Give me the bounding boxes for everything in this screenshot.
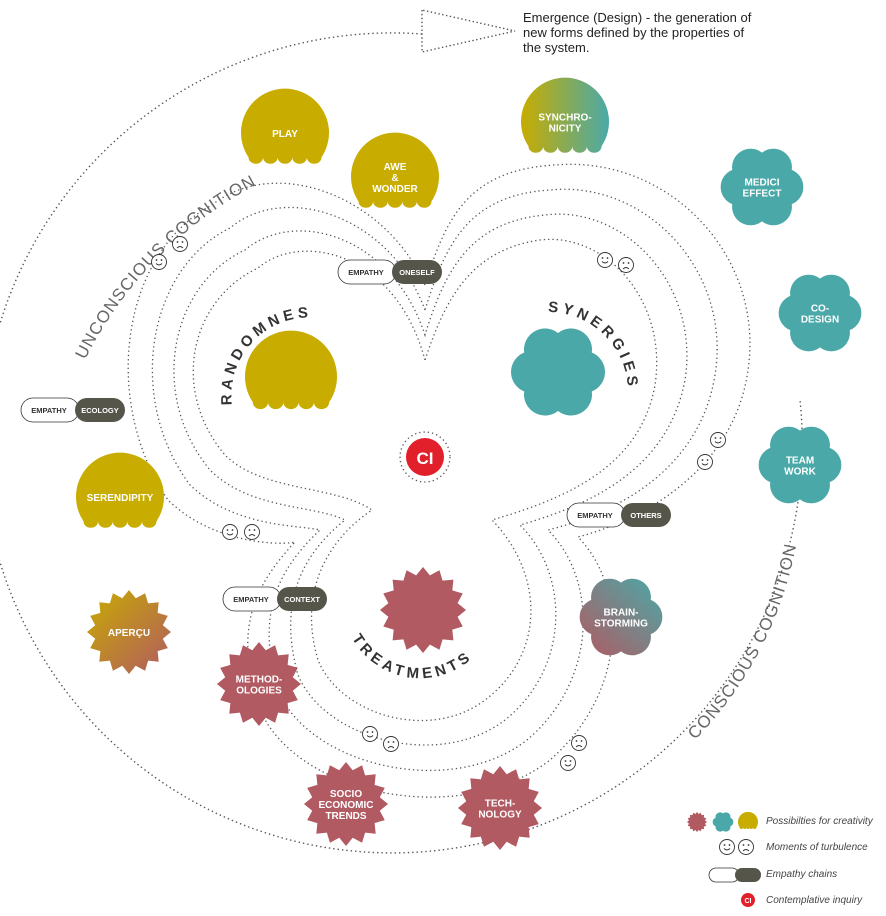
node-label: CO- bbox=[811, 304, 829, 315]
smile-face-icon bbox=[560, 755, 576, 771]
node-label: SOCIO bbox=[330, 789, 362, 800]
empathy-chain-others: EMPATHY OTHERS bbox=[566, 502, 671, 528]
svg-text:EMPATHY: EMPATHY bbox=[31, 406, 67, 415]
node-codesign: CO-DESIGN bbox=[778, 274, 862, 352]
node-label: & bbox=[391, 173, 398, 184]
node-label: METHOD- bbox=[236, 675, 283, 686]
frown-face-icon bbox=[244, 524, 260, 540]
smile-face-icon bbox=[719, 839, 735, 855]
node-label: WONDER bbox=[372, 184, 418, 195]
empathy-chain-ecology: EMPATHY ECOLOGY bbox=[20, 397, 125, 423]
node-label: TRENDS bbox=[325, 811, 366, 822]
node-label: TECH- bbox=[485, 799, 516, 810]
contemplative-inquiry-center: CI bbox=[399, 431, 451, 483]
legend-empathy: Empathy chains bbox=[766, 869, 838, 880]
node-awe: AWE&WONDER bbox=[351, 132, 439, 208]
node-label: PLAY bbox=[272, 129, 298, 140]
node-technology: TECH-NOLOGY bbox=[458, 766, 542, 850]
outer-circle bbox=[0, 9, 803, 854]
node-label: EFFECT bbox=[743, 189, 782, 200]
node-methodologies: METHOD-OLOGIES bbox=[217, 642, 301, 726]
node-label: AWE bbox=[384, 162, 407, 173]
node-layer: PLAY AWE&WONDER SYNCHRO-NICITY MEDICIEFFECT… bbox=[76, 77, 862, 850]
svg-text:EMPATHY: EMPATHY bbox=[577, 511, 613, 520]
frown-face-icon bbox=[383, 736, 399, 752]
legend-ci-badge bbox=[741, 893, 755, 907]
node-label: APERÇU bbox=[108, 628, 150, 639]
empathy-chain-context: EMPATHY CONTEXT bbox=[222, 586, 327, 612]
frown-face-icon bbox=[618, 257, 634, 273]
node-label: DESIGN bbox=[801, 315, 839, 326]
svg-text:CONTEXT: CONTEXT bbox=[284, 595, 320, 604]
node-serendipity: SERENDIPITY bbox=[76, 452, 164, 528]
node-label: MEDICI bbox=[745, 178, 780, 189]
frown-face-icon bbox=[571, 735, 587, 751]
node-label: BRAIN- bbox=[604, 608, 639, 619]
node-brainstorming: BRAIN-STORMING bbox=[579, 578, 663, 656]
smile-face-icon bbox=[710, 432, 726, 448]
svg-text:EMPATHY: EMPATHY bbox=[233, 595, 269, 604]
lobe-shape-14 bbox=[380, 567, 466, 653]
empathy-chain-oneself: EMPATHY ONESELF bbox=[337, 259, 442, 285]
svg-text:CI: CI bbox=[745, 898, 752, 905]
node-label: SERENDIPITY bbox=[87, 493, 154, 504]
lobe-shape-12 bbox=[245, 330, 337, 410]
empathy-chain-layer: EMPATHY ONESELF EMPATHY ECOLOGY EMPATHY OTHER… bbox=[20, 259, 671, 612]
node-label: NOLOGY bbox=[478, 810, 522, 821]
svg-text:EMPATHY: EMPATHY bbox=[348, 268, 384, 277]
node-label: TEAM bbox=[786, 456, 814, 467]
smile-face-icon bbox=[697, 454, 713, 470]
legend-icons: CI bbox=[687, 811, 761, 907]
label-conscious-cognition: CONSCIOUS COGNITION bbox=[684, 542, 800, 743]
node-label: OLOGIES bbox=[236, 686, 282, 697]
node-label: STORMING bbox=[594, 619, 648, 630]
frown-face-icon bbox=[738, 839, 754, 855]
svg-text:CI: CI bbox=[417, 449, 434, 468]
legend-turbulence: Moments of turbulence bbox=[766, 842, 868, 853]
node-label: NICITY bbox=[549, 124, 582, 135]
node-synchronicity: SYNCHRO-NICITY bbox=[521, 77, 610, 153]
smile-face-icon bbox=[151, 254, 167, 270]
frown-face-icon bbox=[172, 236, 188, 252]
node-label: SYNCHRO- bbox=[538, 113, 591, 124]
node-label: WORK bbox=[784, 467, 816, 478]
svg-text:OTHERS: OTHERS bbox=[630, 511, 661, 520]
smile-face-icon bbox=[362, 726, 378, 742]
emergence-caption: Emergence (Design) - the generation of n… bbox=[523, 10, 752, 55]
node-play: PLAY bbox=[241, 88, 329, 164]
node-label: ECONOMIC bbox=[319, 800, 374, 811]
lobe-shape-13 bbox=[511, 328, 605, 416]
contour-lines bbox=[127, 163, 751, 798]
svg-text:ONESELF: ONESELF bbox=[399, 268, 435, 277]
node-apercu: APERÇU bbox=[87, 590, 171, 674]
turbulence-layer bbox=[151, 236, 726, 771]
svg-text:ECOLOGY: ECOLOGY bbox=[81, 406, 119, 415]
legend-creativity: Possibilties for creativity bbox=[766, 816, 873, 827]
smile-face-icon bbox=[597, 252, 613, 268]
smile-face-icon bbox=[222, 524, 238, 540]
legend-inquiry: Contemplative inquiry bbox=[766, 895, 863, 906]
